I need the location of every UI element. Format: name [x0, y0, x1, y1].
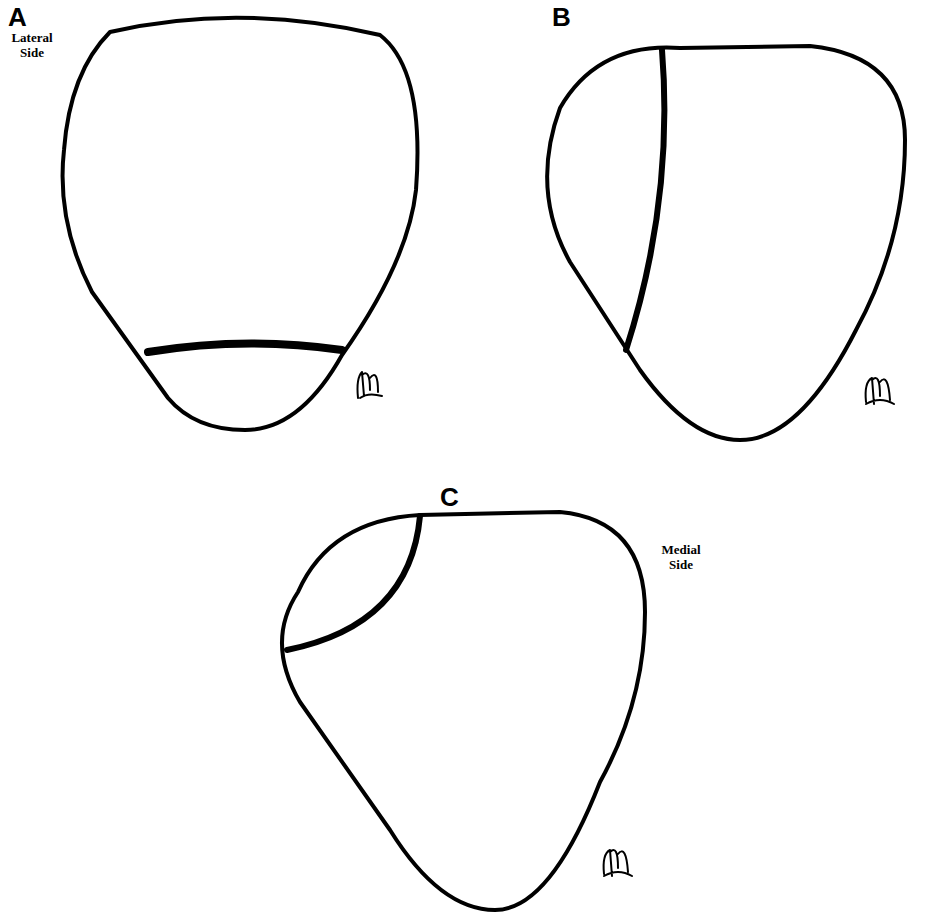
patella-outline: [63, 18, 418, 430]
side-label: Medial Side: [655, 543, 707, 573]
panel-letter: A: [8, 4, 27, 30]
panel-letter: C: [440, 484, 459, 510]
fracture-line: [148, 343, 342, 352]
fracture-line: [626, 50, 664, 350]
panel-letter: B: [552, 4, 571, 30]
patella-outline: [282, 512, 645, 910]
side-label: Lateral Side: [6, 31, 58, 61]
patella-outline: [547, 46, 905, 440]
signature: [604, 850, 632, 876]
fracture-line: [287, 516, 420, 650]
signature: [358, 372, 383, 398]
signature: [866, 378, 894, 404]
